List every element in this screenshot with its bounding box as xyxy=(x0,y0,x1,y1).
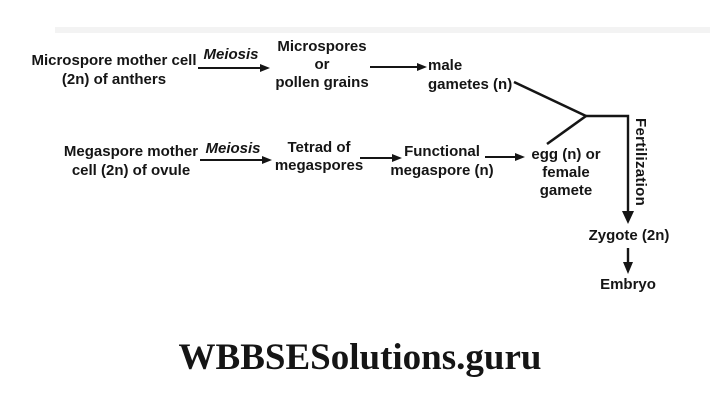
meiosis-label-top: Meiosis xyxy=(203,46,259,63)
male-gamete-converge-line xyxy=(513,80,587,118)
egg-converge-line xyxy=(546,114,587,146)
arrow-to-male-gametes-icon xyxy=(370,63,427,71)
scan-artifact-band xyxy=(55,27,710,33)
node-tetrad-of-megaspores: Tetrad of megaspores xyxy=(274,139,364,174)
node-microspores-pollen-grains: Microspores or pollen grains xyxy=(275,38,369,91)
node-zygote: Zygote (2n) xyxy=(588,227,670,244)
node-embryo: Embryo xyxy=(600,276,656,293)
node-megaspore-mother-cell: Megaspore mother cell (2n) of ovule xyxy=(63,143,199,179)
meiosis-label-bottom: Meiosis xyxy=(205,140,261,157)
node-microspore-mother-cell: Microspore mother cell (2n) of anthers xyxy=(31,52,197,88)
node-egg-female-gamete: egg (n) or female gamete xyxy=(531,146,601,199)
zygote-embryo-arrowhead-icon xyxy=(623,262,633,274)
watermark-text: WBBSESolutions.guru xyxy=(178,337,542,378)
fertilization-label: Fertilization xyxy=(632,118,649,207)
arrow-to-egg-icon xyxy=(485,153,525,161)
node-male-gametes: male gametes (n) xyxy=(428,57,513,93)
arrow-to-functional-megaspore-icon xyxy=(360,154,402,162)
meiosis-arrow-top-icon xyxy=(198,64,270,72)
meiosis-arrow-bottom-icon xyxy=(200,156,272,164)
node-functional-megaspore: Functional megaspore (n) xyxy=(390,143,494,179)
